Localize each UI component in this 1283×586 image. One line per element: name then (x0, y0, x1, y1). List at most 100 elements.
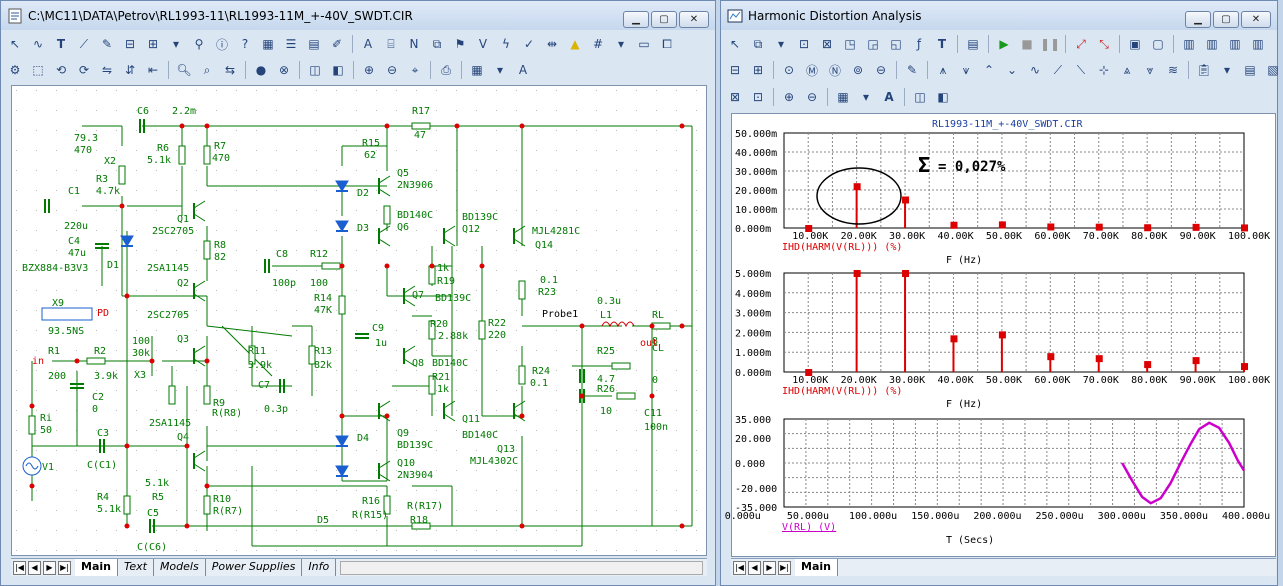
valley-icon[interactable]: ⩛ (962, 62, 970, 77)
zoom-fit2-icon[interactable]: ⊚ (852, 63, 864, 77)
flip-icon[interactable]: ⇵ (124, 63, 136, 77)
more-dropdown-icon[interactable]: ▾ (617, 37, 625, 51)
analysis-text-icon[interactable]: T (937, 37, 947, 51)
copy-icon[interactable]: ⧉ (432, 36, 442, 51)
current-icon[interactable]: ϟ (502, 37, 510, 51)
prev-tab-icon[interactable]: ◀ (28, 560, 41, 575)
analysis-layer2-icon[interactable]: ◧ (937, 90, 949, 104)
slope2-icon[interactable]: ⟍ (1076, 62, 1086, 77)
rotate-cw-icon[interactable]: ⟳ (78, 63, 90, 77)
zoom-region-icon[interactable]: ⊙ (783, 63, 795, 77)
stop-icon[interactable]: ● (255, 63, 267, 77)
table-icon[interactable]: ▥ (1183, 37, 1195, 51)
slope-icon[interactable]: ⟋ (1053, 62, 1063, 77)
grid-icon[interactable]: ▤ (308, 37, 320, 51)
palette-dropdown-icon[interactable]: ▾ (496, 63, 504, 77)
wire-tool-icon[interactable]: ∿ (32, 37, 44, 51)
table3-icon[interactable]: ▥ (1229, 37, 1241, 51)
tab-power-supplies[interactable]: Power Supplies (205, 559, 303, 576)
cursor2-icon[interactable]: ⤡ (1099, 36, 1109, 51)
high-icon[interactable]: ⌃ (983, 63, 995, 77)
analysis-prev-tab-icon[interactable]: ◀ (748, 560, 761, 575)
zoom-y-icon[interactable]: Ⓝ (828, 63, 841, 78)
properties-icon[interactable]: ▤ (967, 37, 979, 51)
pen-tool-icon[interactable]: ✎ (101, 37, 113, 51)
analysis-maximize-button[interactable]: ▢ (1213, 11, 1239, 28)
zoom-out2-icon[interactable]: ⊖ (875, 63, 887, 77)
formula-icon[interactable]: ƒ (916, 37, 922, 51)
analysis-first-tab-icon[interactable]: |◀ (733, 560, 746, 575)
rotate-icon[interactable]: ⟲ (55, 63, 67, 77)
analysis-close-button[interactable]: ✕ (1241, 11, 1271, 28)
minus-icon[interactable]: ⊟ (729, 63, 741, 77)
analysis-tool-icon[interactable]: ⧉ (753, 36, 763, 51)
zoom-out-icon[interactable]: ⊖ (386, 63, 398, 77)
clipboard-icon[interactable]: 📋︎ (1196, 63, 1212, 77)
select-box-icon[interactable]: ⬚ (32, 63, 44, 77)
analysis-dropdown-icon[interactable]: ▾ (777, 37, 785, 51)
arrow-dropdown-icon[interactable]: ▾ (172, 37, 180, 51)
grid-toggle-icon[interactable]: # (592, 37, 604, 51)
point-icon[interactable]: ⊹ (1098, 63, 1110, 77)
graph-icon[interactable]: ◳ (844, 37, 856, 51)
tab-text[interactable]: Text (117, 559, 154, 576)
tab-main[interactable]: Main (75, 559, 118, 576)
cancel-icon[interactable]: ⊗ (278, 63, 290, 77)
cursor-icon[interactable]: ⤢ (1076, 36, 1086, 51)
box-icon[interactable]: ▣ (1129, 37, 1141, 51)
clipboard-dropdown-icon[interactable]: ▾ (1223, 63, 1231, 77)
run-icon[interactable]: ▶ (999, 37, 1009, 51)
page-copy-icon[interactable]: ⧠ (662, 36, 672, 51)
analysis-zoom-in-icon[interactable]: ⊕ (783, 90, 795, 104)
minimize-button[interactable]: ▁ (623, 11, 649, 28)
last-tab-icon[interactable]: ▶| (58, 560, 71, 575)
analysis-palette-icon[interactable]: ▦ (837, 90, 849, 104)
tab-models[interactable]: Models (153, 559, 206, 576)
zoom-x-icon[interactable]: Ⓜ (805, 63, 818, 78)
analysis-select-icon[interactable]: ↖ (729, 37, 741, 51)
stop-run-icon[interactable]: ■ (1021, 37, 1033, 51)
text-tool-icon[interactable]: T (56, 37, 66, 51)
analysis-next-tab-icon[interactable]: ▶ (763, 560, 776, 575)
analysis-tab-main[interactable]: Main (795, 559, 838, 576)
print-icon[interactable]: ⎙ (441, 62, 451, 77)
close-button[interactable]: ✕ (679, 11, 709, 28)
doc-icon[interactable]: ▤ (1244, 63, 1256, 77)
page-icon[interactable]: ▭ (638, 37, 650, 51)
first-tab-icon[interactable]: |◀ (13, 560, 26, 575)
scale-icon[interactable]: ⊡ (798, 37, 810, 51)
save-icon[interactable]: ▧ (1267, 63, 1279, 77)
inflect-icon[interactable]: ∿ (1029, 63, 1041, 77)
analysis-zoom-out-icon[interactable]: ⊖ (806, 90, 818, 104)
global-low-icon[interactable]: ⩔ (1146, 62, 1154, 77)
zoom-fit-icon[interactable]: ⌖ (411, 62, 419, 77)
scale2-icon[interactable]: ⊠ (821, 37, 833, 51)
line-tool-icon[interactable]: ⟋ (79, 36, 89, 51)
analysis-minimize-button[interactable]: ▁ (1185, 11, 1211, 28)
analysis-layer-icon[interactable]: ◫ (914, 90, 926, 104)
fit-icon[interactable]: ⊠ (729, 90, 741, 104)
layer2-icon[interactable]: ◧ (332, 63, 344, 77)
palette-icon[interactable]: ▦ (471, 63, 483, 77)
calculator-icon[interactable]: ▦ (262, 37, 274, 51)
pin-names-icon[interactable]: ⌸ (387, 36, 395, 51)
schematic-titlebar[interactable]: C:\MC11\DATA\Petrov\RL1993-11\RL1993-11M… (1, 1, 715, 30)
voltage-icon[interactable]: V (478, 37, 488, 51)
select-arrow-icon[interactable]: ↖ (9, 37, 21, 51)
table2-icon[interactable]: ▥ (1206, 37, 1218, 51)
table4-icon[interactable]: ▥ (1252, 37, 1264, 51)
flags-icon[interactable]: ⚑ (454, 37, 466, 51)
edit-chart-icon[interactable]: ✎ (906, 63, 918, 77)
find-icon[interactable]: 🔍︎ (176, 63, 192, 77)
zoom-in-icon[interactable]: ⊕ (363, 63, 375, 77)
list-icon[interactable]: ☰ (285, 37, 297, 51)
peak-icon[interactable]: ⩚ (939, 62, 947, 77)
global-high-icon[interactable]: ⩓ (1123, 62, 1131, 77)
plus-icon[interactable]: ⊞ (752, 63, 764, 77)
component-tool-icon[interactable]: ⊞ (147, 37, 159, 51)
next-tab-icon[interactable]: ▶ (43, 560, 56, 575)
power-icon[interactable]: ✓ (523, 37, 535, 51)
analysis-last-tab-icon[interactable]: ▶| (778, 560, 791, 575)
